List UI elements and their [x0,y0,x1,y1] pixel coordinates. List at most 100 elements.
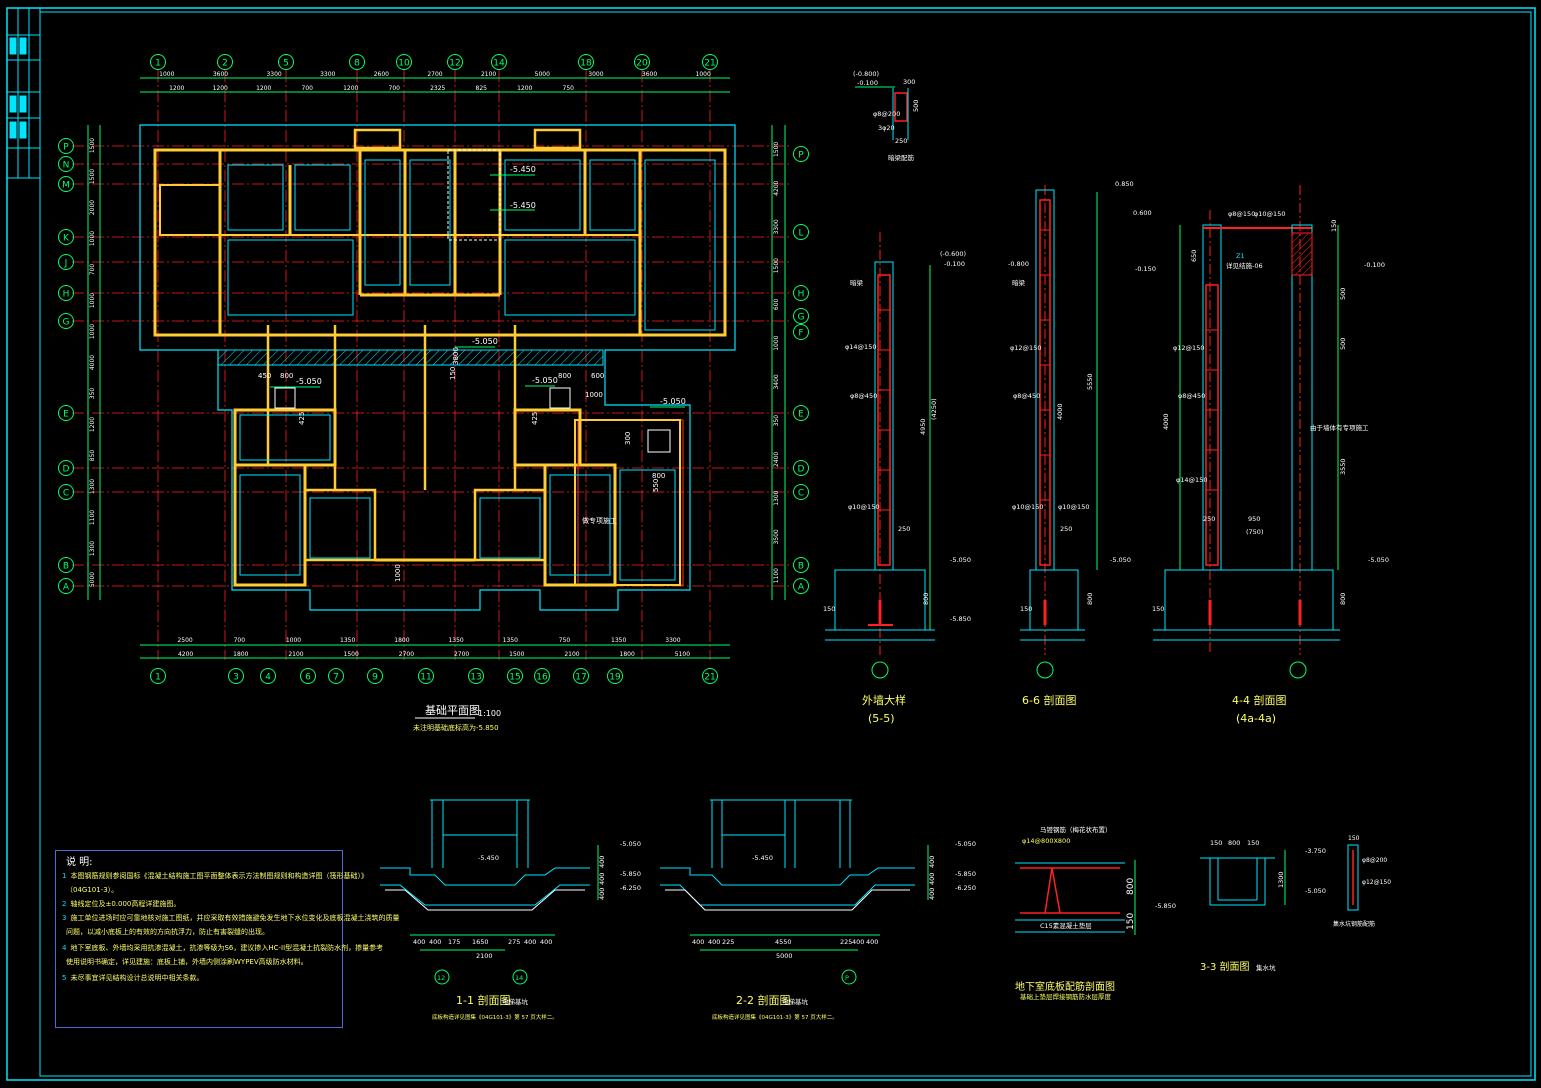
axis-bubble-bottom: 13 [468,668,484,684]
detail-beam-rebar1: φ8@200 [873,110,900,118]
s44-dim-h4: 500 [1339,338,1347,350]
note-text: 使用说明书确定，详见建施：底板上铺，外墙内侧涂刷WYPEV高级防水材料。 [66,958,308,966]
s11-dim-v2: 400 [598,873,606,885]
dim-left: 4000 [89,355,96,370]
s44-dim-w: 250 [1203,515,1215,523]
axis-bubble-bottom: 9 [367,668,383,684]
axis-bubble-left-label: M [62,181,70,191]
axis-bubble-left-label: N [63,161,70,171]
s22-dim-1: 400 [692,938,704,946]
s22-dim-v3: 400 [928,888,936,900]
s33-subtitle: 集水坑 [1256,963,1276,972]
s22-dim-5: 225 [840,938,852,946]
dim-right: 1100 [773,568,780,583]
plan-title: 基础平面图 [425,704,480,717]
sump-label: 集水坑钢筋配筋 [1333,920,1375,928]
axis-bubble-right-label: L [798,229,803,239]
dim-bottom-row1: 750 [559,637,571,644]
axis-bubble-left-label: C [63,489,69,499]
note-text: 未尽事宜详见结构设计总说明中相关条款。 [70,974,204,982]
note-text: 地下室底板、外墙均采用抗渗混凝土，抗渗等级为S6，建议掺入HC-II型混凝土抗裂… [70,944,384,952]
notes-title: 说 明: [66,857,93,868]
plan-elev-5: -5.050 [532,376,558,385]
dim-bottom-row2: 4200 [178,651,193,658]
axis-bubble-left: B [58,557,74,573]
dim-bottom-row2: 2700 [399,651,414,658]
slab-label-bot: C15素混凝土垫层 [1040,921,1092,930]
axis-bubble-top: 18 [578,54,594,70]
s11-elev1: -5.050 [620,840,641,848]
axis-bubble-bottom: 3 [228,668,244,684]
s66-dim-h2: 4000 [1056,403,1064,420]
dim-bottom-row2: 2700 [454,651,469,658]
note-text: 轴线定位及±0.000高程详建施图。 [70,900,181,908]
plan-dim-m13: 1000 [394,564,402,582]
axis-bubble-top: 2 [217,54,233,70]
detail-beam-label: 暗梁配筋 [888,153,915,162]
s11-dim-6: 400 [524,938,536,946]
dim-left: 1000 [89,293,96,308]
s55-dim-side: 150 [823,605,835,613]
axis-bubble-right-label: E [798,410,804,420]
axis-bubble-top-label: 21 [704,59,715,69]
axis-bubble-top: 21 [702,54,718,70]
axis-bubble-right-label: F [798,329,803,339]
detail-beam-dim-a: 300 [903,78,915,86]
axis-bubble-left-label: G [63,318,70,328]
dim-right: 600 [773,298,780,310]
s22-elev4: -6.250 [955,884,976,892]
dim-left: 1500 [89,138,96,153]
s44-dim-top: 150 [1330,220,1338,232]
axis-bubble-top-label: 12 [449,59,460,69]
s22-note: 底板构造详见图集《04G101-3》第 57 页大样二。 [712,1013,838,1021]
s11-elev2: -5.450 [478,854,499,862]
plan-dim-m2: 800 [280,372,293,380]
dim-top-row2: 1200 [213,85,228,92]
axis-bubble-top: 1 [150,54,166,70]
axis-bubble-bottom-label: 19 [609,673,621,683]
dim-top-row1: 3000 [588,71,603,78]
dim-right: 4200 [773,180,780,195]
axis-bubble-bottom-label: 6 [305,673,311,683]
dim-top-row1: 2700 [427,71,442,78]
s11-axis-l: 12 [437,974,445,982]
note-num: 1 [62,872,67,880]
axis-bubble-bottom-label: 3 [233,673,239,683]
s44-elev-bot: -5.050 [1368,556,1389,564]
dim-top-row2: 1200 [256,85,271,92]
slab-dim-h: 800 [1126,878,1136,895]
dim-top-row1: 1000 [696,71,711,78]
s44-dim-base: 800 [1339,593,1347,605]
axis-bubble-right-label: D [798,465,805,475]
s66-elev-bot: -5.050 [1110,556,1131,564]
s44-dim-h: 4000 [1162,413,1170,430]
plan-dim-m10: 150 [449,367,457,380]
axis-bubble-bottom-label: 7 [333,673,339,683]
s22-dim-6: 400 [852,938,864,946]
dim-bottom-row1: 1350 [340,637,355,644]
s66-label: 暗梁 [1012,278,1026,287]
dim-right: 350 [773,415,780,427]
s11-elev3: -5.850 [620,870,641,878]
axis-bubble-top-label: 18 [580,59,592,69]
s55-subtitle: (5-5) [868,712,895,725]
dim-left: 2000 [89,200,96,215]
s44-elev-left: -0.150 [1135,265,1156,273]
dim-left: 1200 [89,417,96,432]
s22-dim-4: 4550 [775,938,792,946]
s44-dim-top2: 650 [1190,250,1198,262]
detail-dark-beam: (-0.800) -0.100 300 500 250 φ8@200 3φ20 … [853,70,920,162]
s55-dim-h: 4950 [919,418,927,435]
note-num: 2 [62,900,67,908]
detail-beam-elev1: (-0.800) [853,70,879,78]
plan-dim-m7: 300 [624,432,632,445]
s44-dim-h2: 3550 [1339,458,1347,475]
note-text: （04G101-3）。 [66,886,119,894]
plan-dim-m9: 800 [652,472,665,480]
axis-bubble-left: D [58,460,74,476]
s11-dim-3: 175 [448,938,460,946]
axis-bubble-left: J [58,254,74,270]
detail-beam-dim-b: 500 [912,100,920,112]
